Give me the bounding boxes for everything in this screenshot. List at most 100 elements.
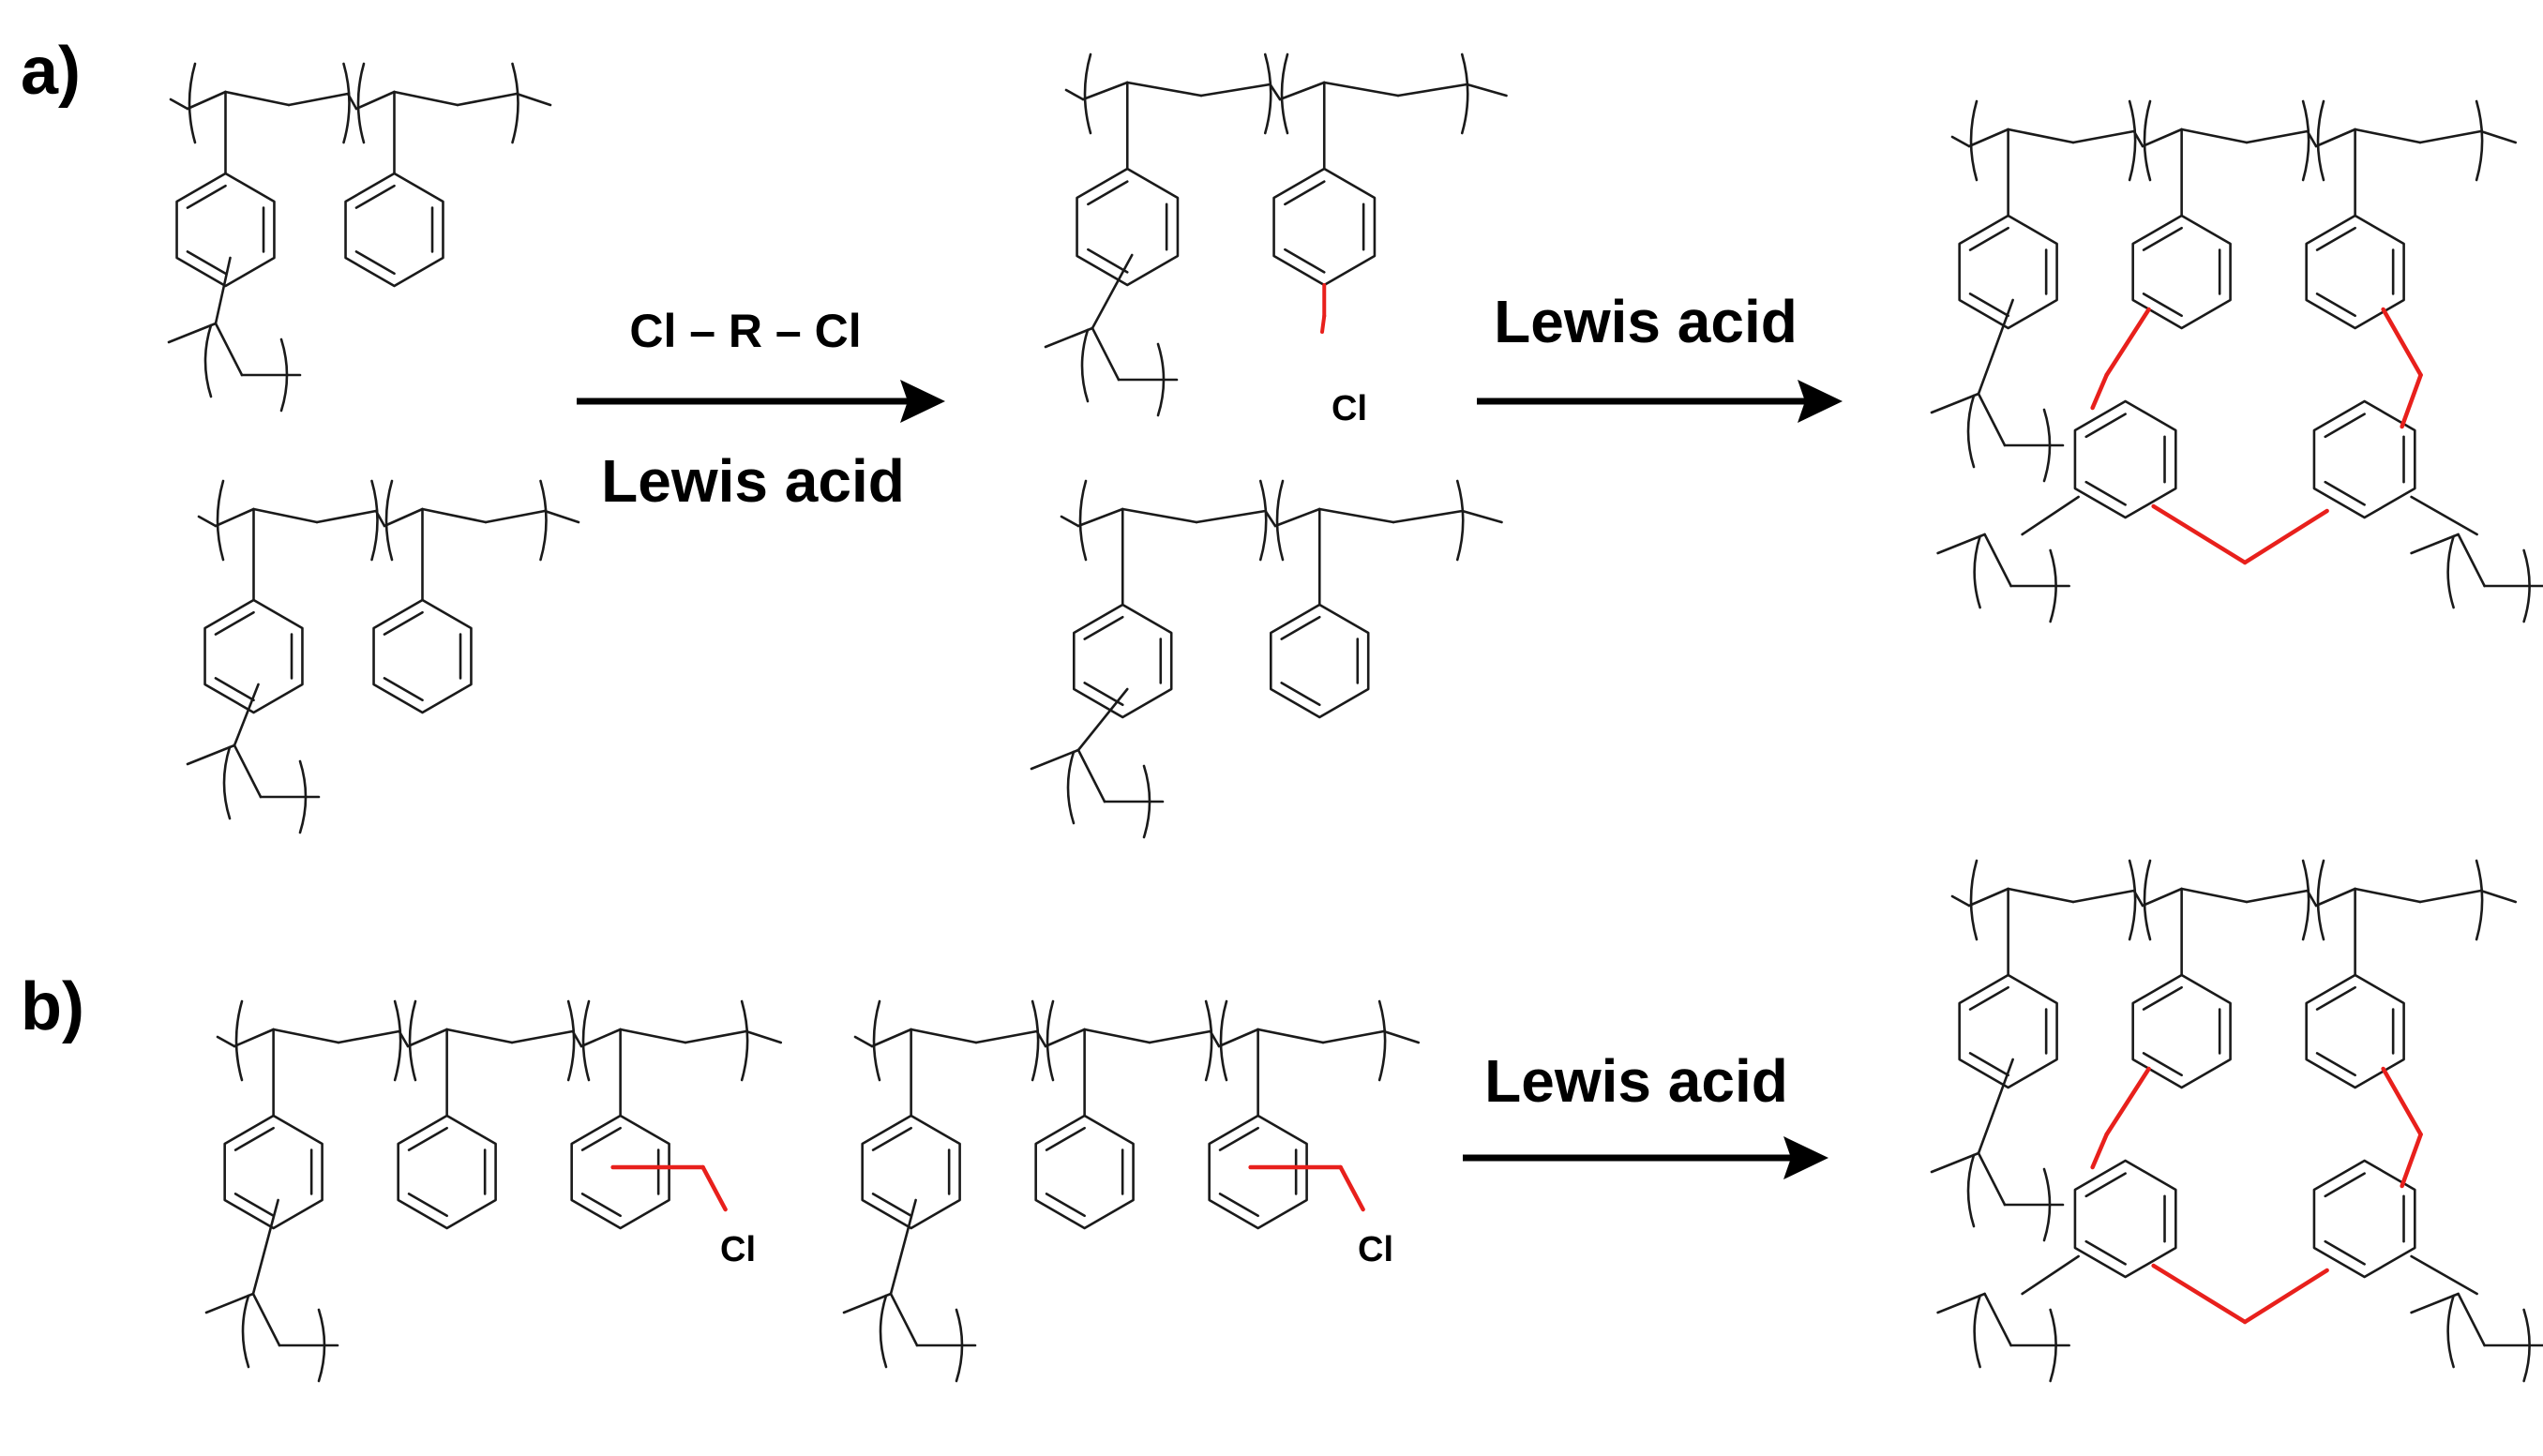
benzene-ring — [175, 172, 276, 288]
bond-line — [2306, 889, 2318, 908]
bond-line — [251, 1198, 279, 1296]
bond-line — [1278, 81, 1326, 101]
bond-line — [2418, 889, 2483, 904]
bond-line — [2104, 307, 2151, 378]
bond-line — [1280, 682, 1321, 707]
bond-line — [2381, 1066, 2423, 1137]
bond-line — [2354, 887, 2422, 904]
benzene-ring — [1272, 167, 1377, 287]
close-parenthesis — [2042, 1167, 2052, 1242]
benzene-ring — [570, 1114, 670, 1230]
bond-line — [2090, 1132, 2109, 1170]
bond-line — [1264, 509, 1277, 528]
bond-line — [233, 683, 260, 747]
bond-line — [2132, 889, 2144, 908]
bond-line — [2354, 128, 2422, 144]
bond-line — [2007, 128, 2075, 144]
reaction-arrow-b — [1463, 1136, 1828, 1179]
open-parenthesis — [1969, 99, 1979, 182]
bond-line — [383, 507, 424, 528]
bond-line — [1044, 1028, 1086, 1048]
close-parenthesis — [2475, 859, 2484, 941]
linear-polystyrene-chain-top — [167, 62, 552, 413]
bond-line — [233, 743, 263, 799]
benzene-ring — [2312, 1159, 2416, 1279]
bond-line — [393, 90, 459, 107]
chlorine-atom-label-b1: Cl — [720, 1230, 756, 1269]
bond-line — [2457, 533, 2486, 588]
bond-line — [2315, 293, 2356, 318]
open-parenthesis — [234, 999, 244, 1082]
bond-line — [2479, 129, 2518, 144]
benzene-ring — [344, 172, 444, 288]
bond-line — [2141, 128, 2183, 148]
bond-line — [252, 507, 319, 524]
close-parenthesis — [2042, 408, 2052, 483]
bond-line — [2457, 1292, 2486, 1347]
close-parenthesis — [2522, 1308, 2531, 1383]
bond-line — [2142, 226, 2183, 251]
open-parenthesis — [222, 745, 232, 820]
open-parenthesis — [1083, 53, 1092, 135]
bond-line — [1936, 533, 1986, 555]
bond-line — [484, 509, 547, 524]
bond-line — [1977, 392, 2007, 447]
bond-line — [354, 184, 396, 209]
close-parenthesis — [1258, 479, 1268, 562]
bond-line — [870, 1028, 912, 1048]
hypercrosslinked-polystyrene-network-a — [1930, 99, 2543, 623]
bond-line — [2090, 372, 2109, 411]
close-parenthesis — [370, 479, 379, 562]
bond-line — [1256, 1028, 1325, 1044]
bond-line — [214, 677, 255, 702]
bond-line — [224, 90, 291, 107]
benzene-ring — [1958, 214, 2058, 330]
benzene-ring — [1269, 603, 1370, 719]
bond-line — [1392, 509, 1464, 524]
bond-line — [2410, 533, 2460, 555]
bond-line — [1968, 985, 2009, 1011]
bond-line — [1076, 748, 1106, 803]
open-parenthesis — [1966, 394, 1976, 469]
close-parenthesis — [1031, 999, 1040, 1082]
open-parenthesis — [2316, 99, 2325, 182]
panel-label-b: b) — [21, 969, 84, 1044]
bond-line — [1461, 509, 1503, 524]
close-parenthesis — [298, 759, 308, 834]
close-parenthesis — [2301, 99, 2310, 182]
bond-line — [579, 1028, 622, 1048]
bond-line — [186, 743, 236, 766]
panel-label-a: a) — [21, 34, 81, 109]
bond-line — [2242, 508, 2329, 565]
close-parenthesis — [2522, 548, 2531, 623]
bond-line — [1121, 507, 1198, 524]
bond-line — [2410, 1292, 2460, 1314]
bond-line — [580, 1193, 622, 1218]
bond-line — [842, 1292, 893, 1314]
bond-line — [2142, 1052, 2183, 1077]
bond-line — [1125, 81, 1203, 98]
bond-line — [2071, 129, 2136, 144]
bond-line — [1199, 83, 1272, 98]
bond-line — [2315, 985, 2356, 1011]
close-parenthesis — [2049, 548, 2057, 623]
bond-line — [1322, 81, 1400, 98]
open-parenthesis — [1078, 479, 1088, 562]
bond-line — [2180, 128, 2249, 144]
bond-line — [2400, 1132, 2423, 1189]
open-parenthesis — [2143, 99, 2152, 182]
bond-line — [1284, 180, 1326, 206]
benzene-ring — [1076, 167, 1180, 287]
bond-line — [1977, 1058, 2014, 1155]
open-parenthesis — [1973, 534, 1981, 609]
linear-polystyrene-chain-intermediate — [1030, 479, 1503, 839]
bond-line — [2021, 495, 2080, 536]
bond-line — [2021, 1254, 2080, 1296]
bond-line — [1087, 248, 1129, 274]
bond-line — [407, 1193, 448, 1218]
bond-line — [354, 250, 396, 276]
open-parenthesis — [872, 999, 881, 1082]
bond-line — [2324, 413, 2366, 439]
benzene-ring — [2305, 214, 2405, 330]
close-parenthesis — [1156, 342, 1166, 417]
